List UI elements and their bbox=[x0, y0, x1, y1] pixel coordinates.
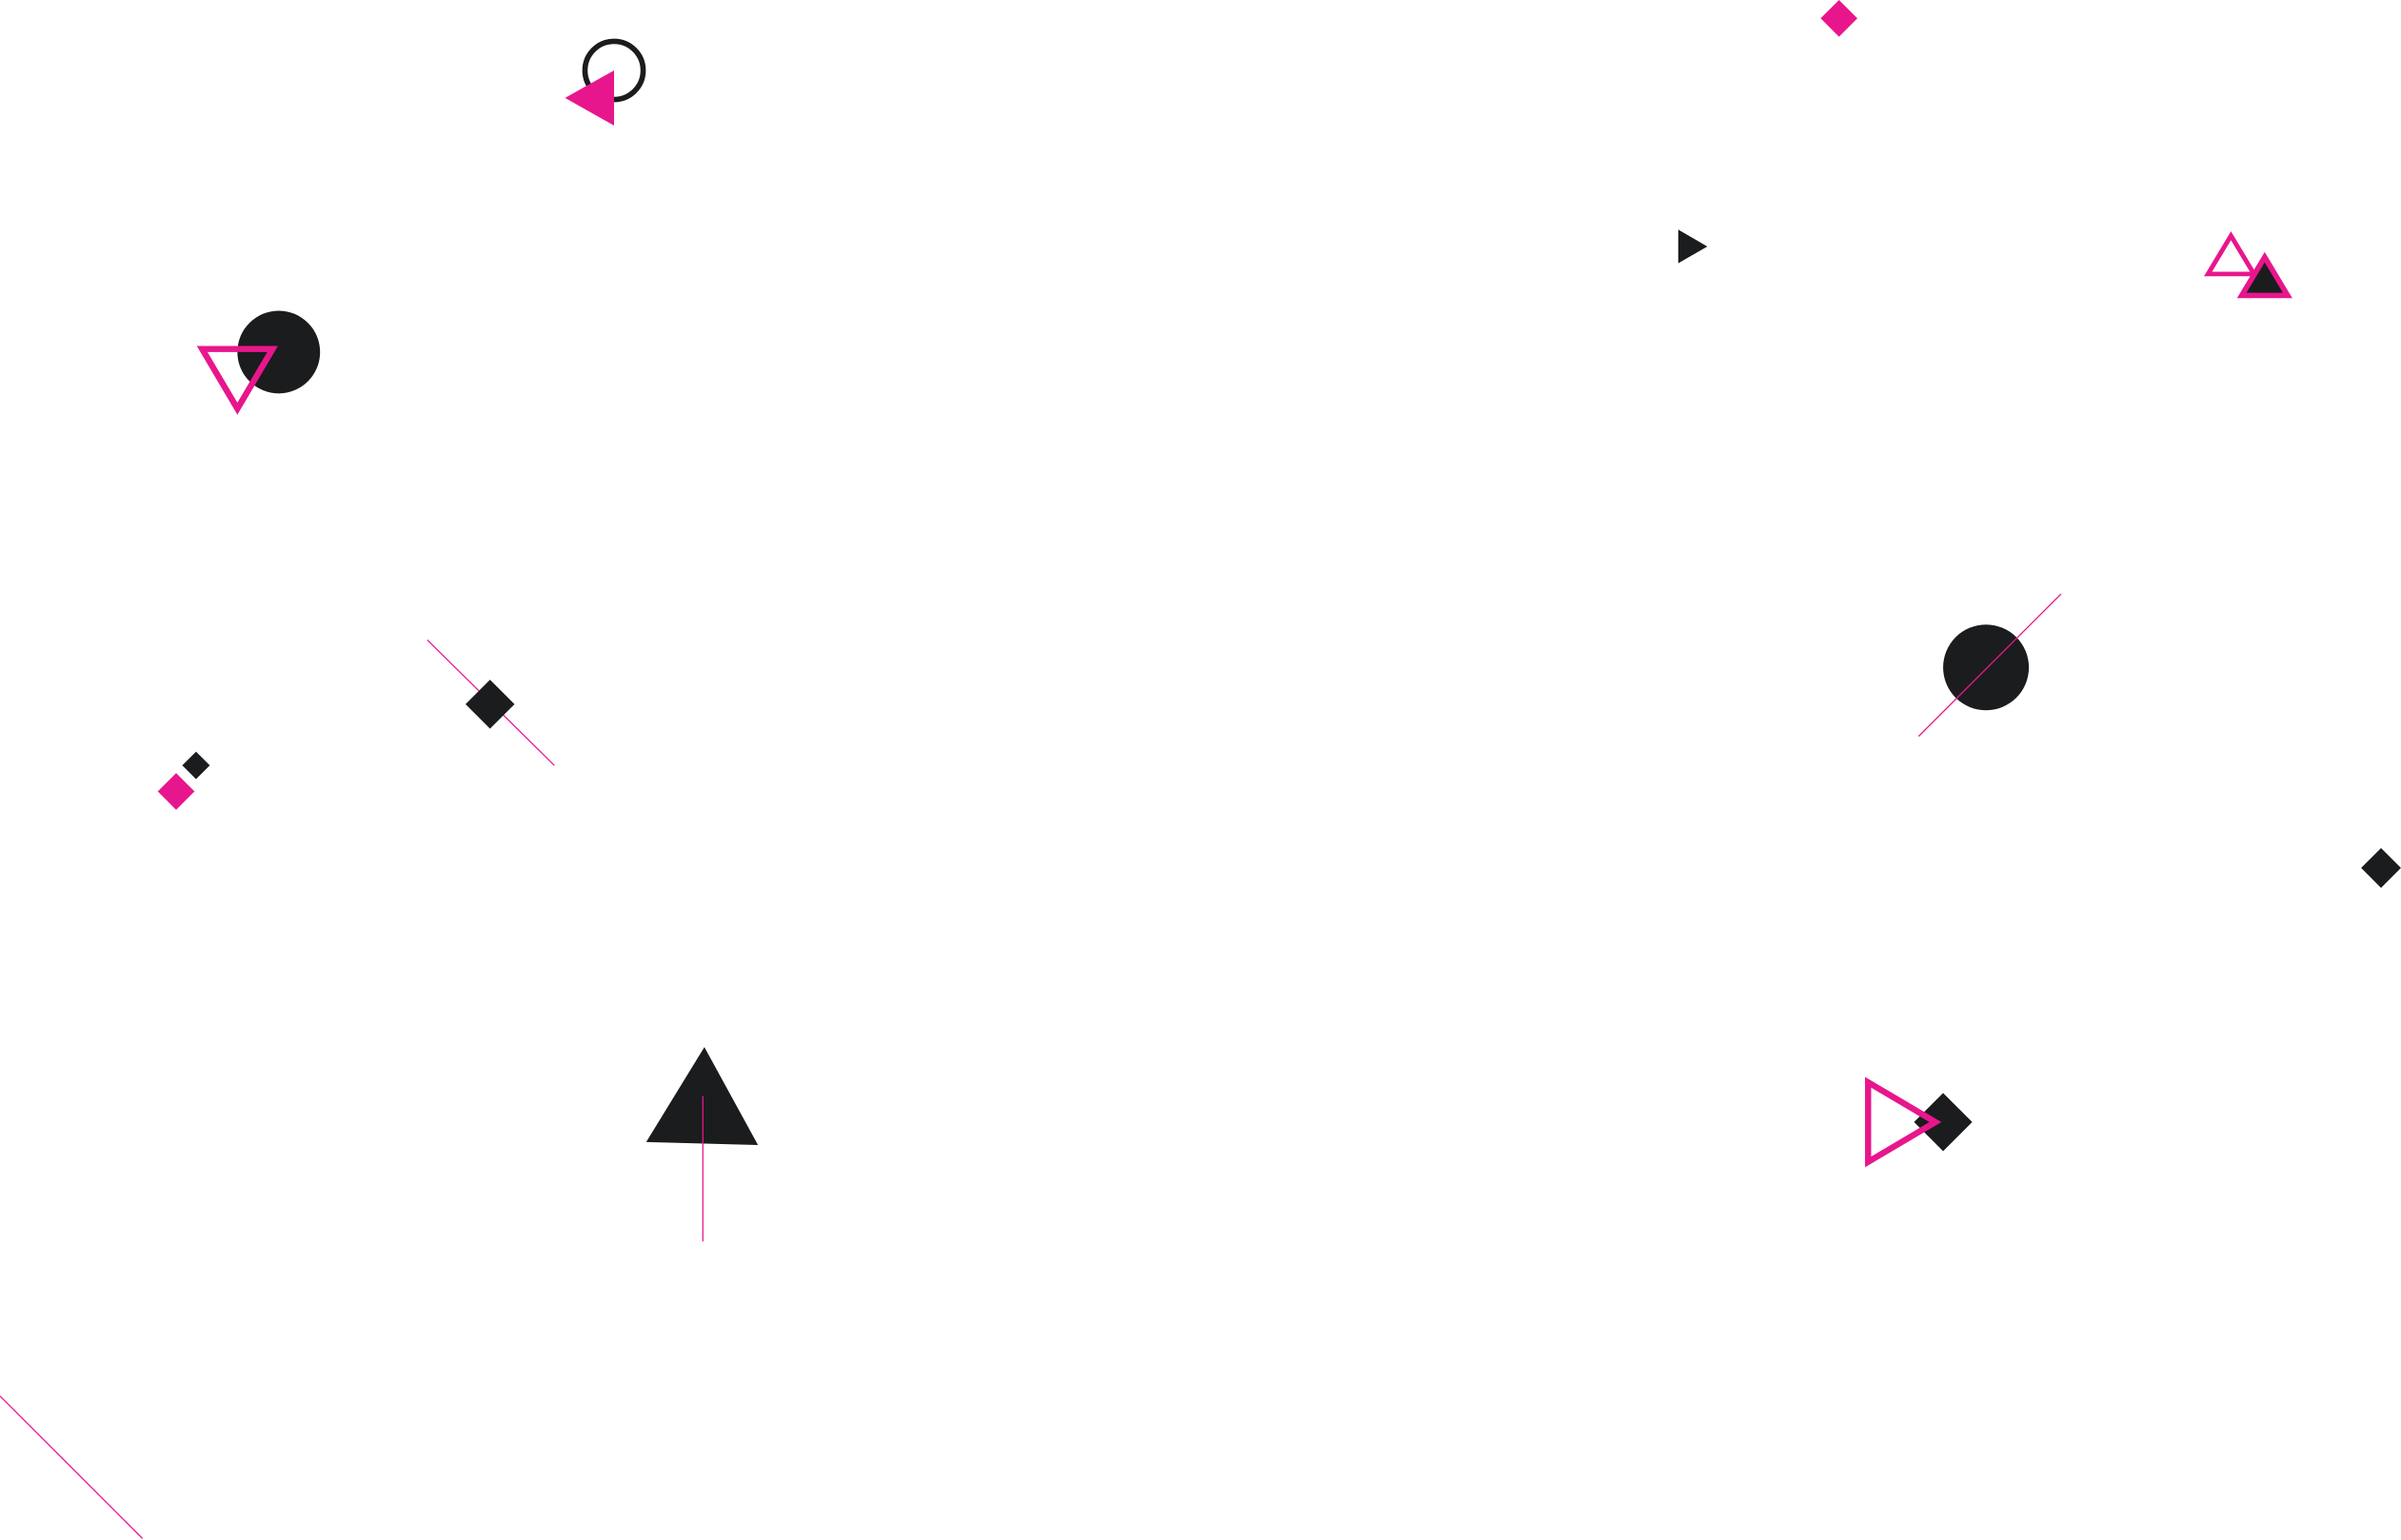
ring-circle bbox=[582, 38, 646, 103]
diamond-dark-mid-left bbox=[465, 680, 515, 729]
circle-dark-right bbox=[1943, 624, 2030, 711]
triangle-dark-small bbox=[1677, 229, 1708, 264]
line-pink-diag-2 bbox=[1917, 593, 2062, 738]
triangle-pink-outline-down bbox=[196, 346, 278, 415]
triangle-pink-outline-a bbox=[2204, 230, 2258, 277]
diamond-dark-bottom-right bbox=[1914, 1093, 1973, 1152]
diamond-dark-small bbox=[182, 751, 210, 780]
triangle-pink-left bbox=[565, 69, 615, 126]
triangle-pink-outline-right bbox=[1865, 1076, 1942, 1168]
triangle-pink-outline-b bbox=[2236, 251, 2292, 299]
diamond-pink-top bbox=[1820, 0, 1857, 37]
triangle-dark-large bbox=[645, 1047, 759, 1146]
line-pink-diag-3 bbox=[0, 1395, 144, 1539]
diamond-pink-small bbox=[157, 773, 195, 810]
diamond-dark-edge bbox=[2361, 848, 2401, 888]
